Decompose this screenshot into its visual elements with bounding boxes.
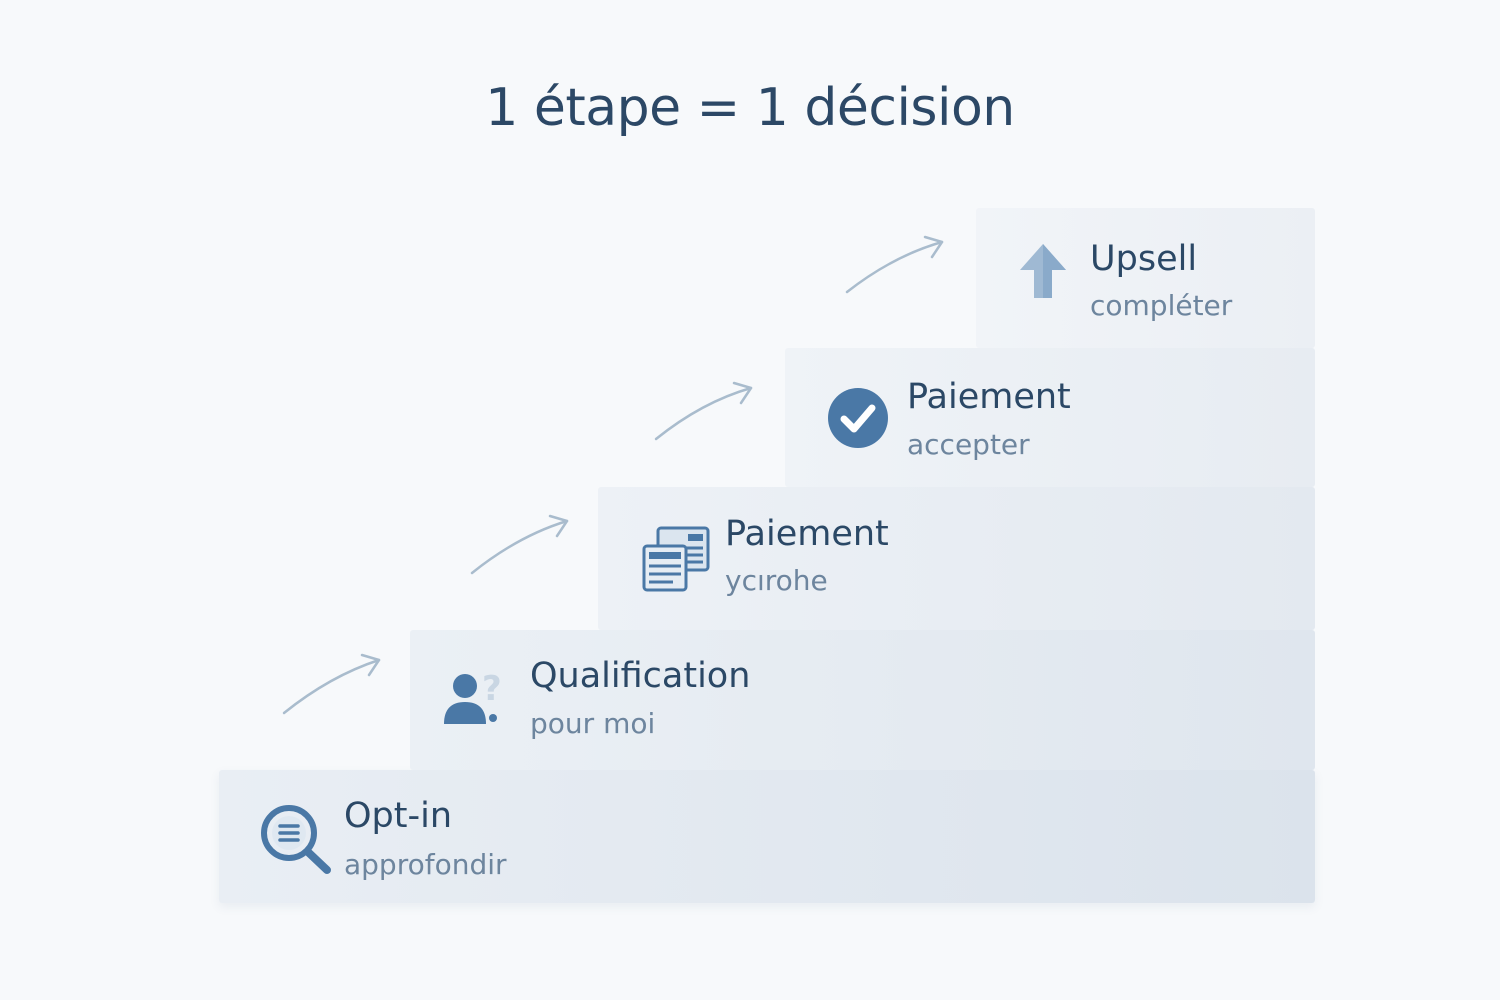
step-label-upsell: Upsell bbox=[1090, 239, 1198, 279]
step-block-qualification bbox=[410, 630, 1315, 770]
diagram-title: 1 étape = 1 décision bbox=[485, 78, 1015, 138]
step-arrow-2 bbox=[470, 514, 569, 575]
step-sub-opt-in: approfondir bbox=[344, 848, 507, 881]
step-sub-paiement-1: ycırohe bbox=[725, 564, 828, 597]
step-label-paiement-1: Paiement bbox=[725, 514, 889, 554]
step-block-opt-in bbox=[219, 770, 1315, 903]
step-sub-qualification: pour moi bbox=[530, 707, 656, 740]
step-sub-paiement-2: accepter bbox=[907, 428, 1030, 461]
step-sub-upsell: compléter bbox=[1090, 289, 1233, 322]
step-label-qualification: Qualification bbox=[530, 656, 751, 696]
check-circle-icon bbox=[828, 388, 888, 448]
svg-text:?: ? bbox=[482, 669, 502, 709]
step-arrow-1 bbox=[282, 653, 381, 715]
step-block-paiement-1 bbox=[598, 487, 1315, 630]
person-question-icon: ? bbox=[444, 669, 502, 724]
arrow-up-icon bbox=[1020, 244, 1066, 298]
step-arrow-3 bbox=[654, 381, 753, 441]
step-block-upsell bbox=[976, 208, 1315, 348]
step-label-paiement-2: Paiement bbox=[907, 377, 1071, 417]
step-label-opt-in: Opt-in bbox=[344, 796, 453, 836]
magnifier-list-icon bbox=[261, 805, 331, 874]
step-arrow-4 bbox=[845, 235, 944, 294]
documents-icon bbox=[642, 526, 710, 592]
